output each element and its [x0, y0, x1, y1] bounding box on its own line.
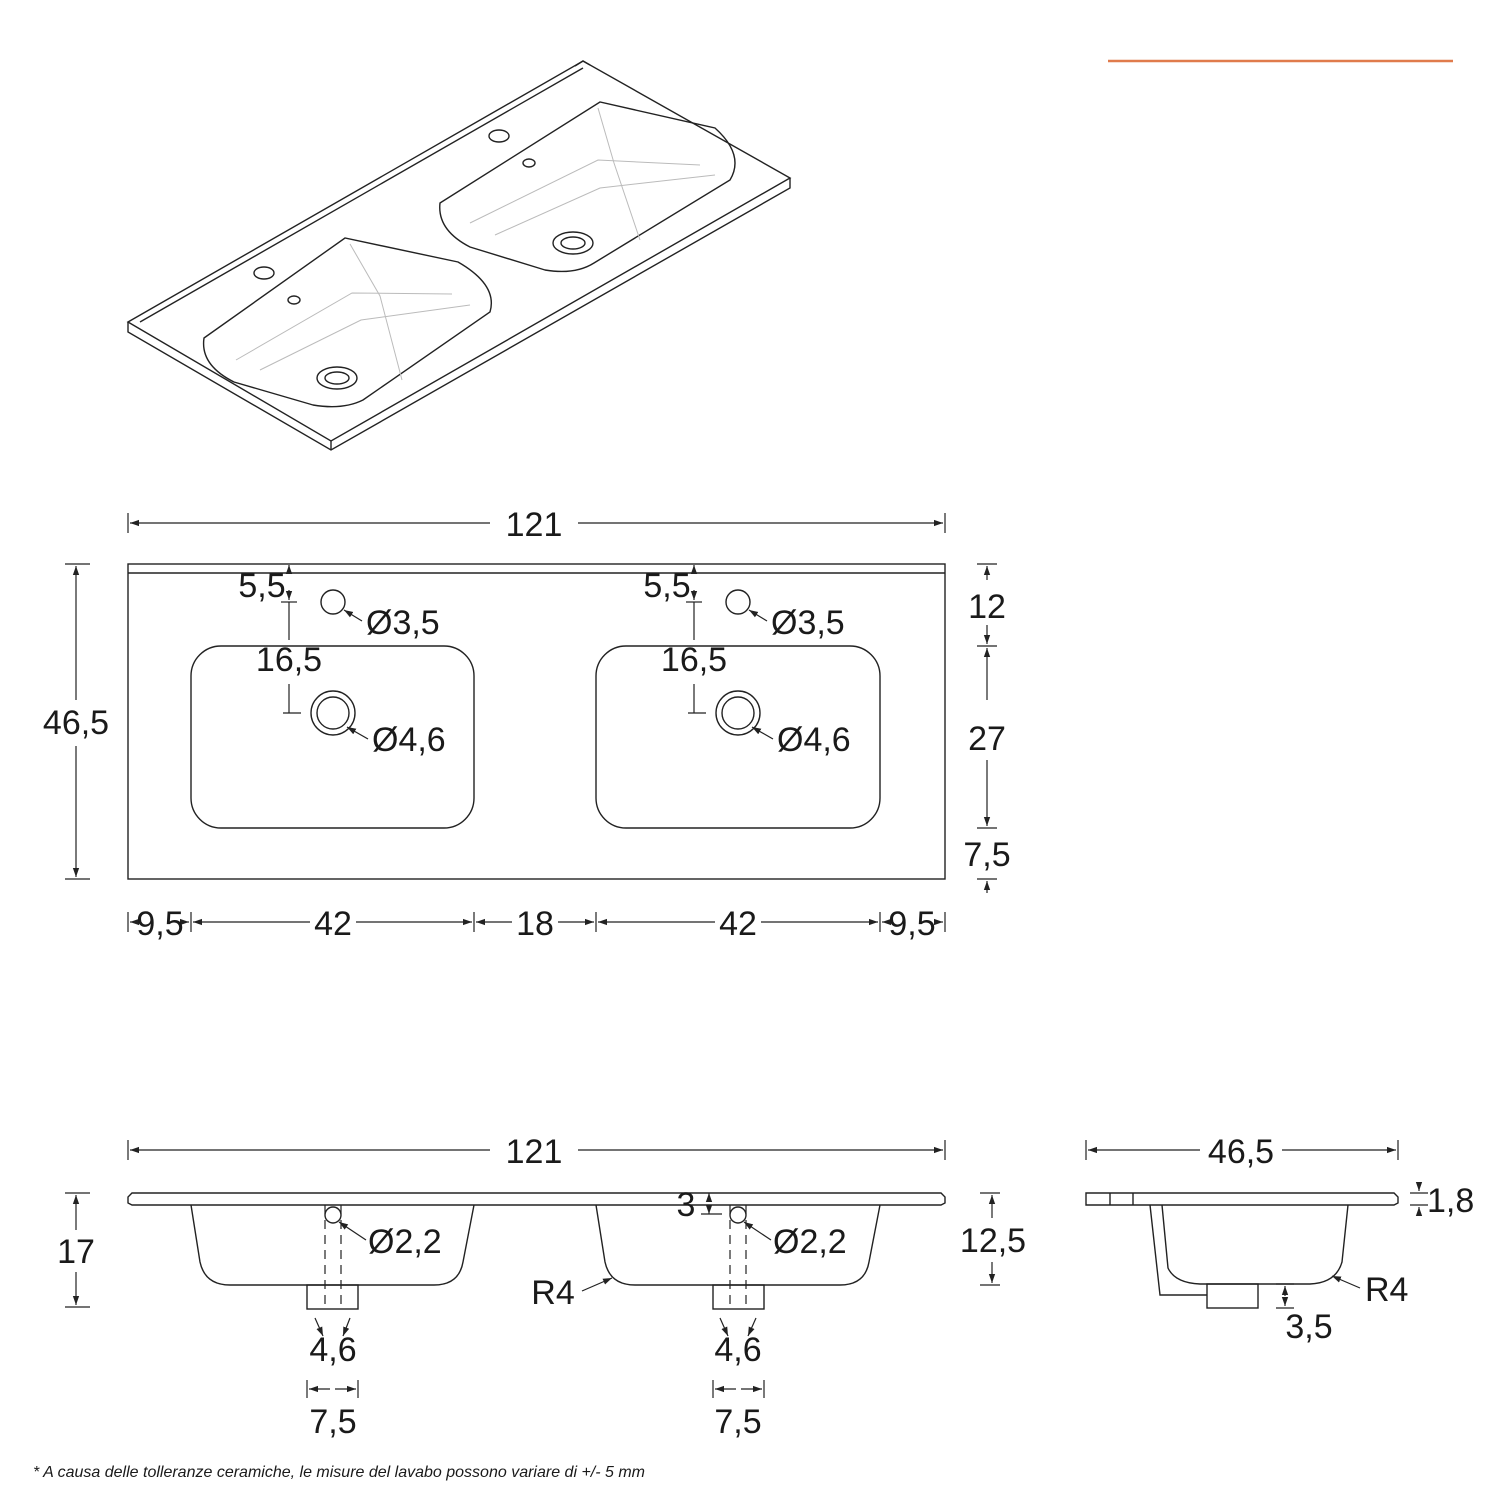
depth-segment-2-label: 27 — [968, 720, 1006, 758]
front-dimensions: 121 17 12,5 3 Ø2,2 Ø2,2 R4 4,6 7 — [57, 1133, 1026, 1441]
side-corner-radius-label: R4 — [1365, 1271, 1408, 1309]
front-total-height-label: 17 — [57, 1233, 95, 1271]
left-overflow-hole-label: Ø2,2 — [368, 1223, 442, 1261]
right-overflow-hole-label: Ø2,2 — [773, 1223, 847, 1261]
side-view — [1085, 1192, 1399, 1309]
plan-dimensions: 121 46,5 5,5 16,5 Ø3,5 Ø4,6 5,5 16,5 Ø3,… — [43, 506, 1011, 943]
front-corner-radius-label: R4 — [531, 1274, 574, 1312]
front-overall-width-label: 121 — [506, 1133, 563, 1171]
left-drain-hole-label: Ø4,6 — [372, 721, 446, 759]
right-tap-offset-label: 5,5 — [643, 567, 690, 605]
side-dimensions: 46,5 1,8 R4 3,5 — [1085, 1133, 1474, 1346]
isometric-view — [126, 60, 792, 451]
left-tap-offset-label: 5,5 — [238, 567, 285, 605]
width-segment-2-label: 42 — [314, 905, 352, 943]
side-overall-depth-label: 46,5 — [1208, 1133, 1274, 1171]
plan-view — [127, 563, 946, 880]
left-drain-offset-label: 16,5 — [256, 641, 322, 679]
right-tap-hole-label: Ø3,5 — [771, 604, 845, 642]
right-drain-inner-label: 4,6 — [714, 1331, 761, 1369]
left-tap-hole-label: Ø3,5 — [366, 604, 440, 642]
footnote: * A causa delle tolleranze ceramiche, le… — [33, 1464, 645, 1481]
side-slab-thickness-label: 1,8 — [1427, 1182, 1474, 1220]
right-drain-offset-label: 16,5 — [661, 641, 727, 679]
left-drain-inner-label: 4,6 — [309, 1331, 356, 1369]
plan-overall-width-label: 121 — [506, 506, 563, 544]
depth-segment-1-label: 12 — [968, 588, 1006, 626]
width-segment-4-label: 42 — [719, 905, 757, 943]
width-segment-5-label: 9,5 — [888, 905, 935, 943]
right-drain-outer-label: 7,5 — [714, 1403, 761, 1441]
front-top-offset-label: 3 — [677, 1186, 696, 1224]
width-segment-1-label: 9,5 — [136, 905, 183, 943]
depth-segment-3-label: 7,5 — [963, 836, 1010, 874]
left-drain-outer-label: 7,5 — [309, 1403, 356, 1441]
width-segment-3-label: 18 — [516, 905, 554, 943]
front-basin-depth-label: 12,5 — [960, 1222, 1026, 1260]
plan-overall-depth-label: 46,5 — [43, 704, 109, 742]
side-bottom-offset-label: 3,5 — [1285, 1308, 1332, 1346]
right-drain-hole-label: Ø4,6 — [777, 721, 851, 759]
